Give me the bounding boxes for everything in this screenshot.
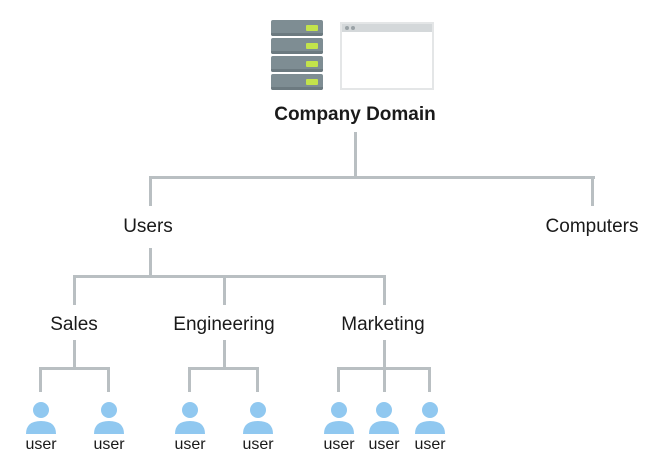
user-icon	[173, 400, 207, 434]
connector	[337, 367, 431, 370]
browser-window-icon	[340, 22, 434, 90]
connector	[383, 275, 386, 305]
root-label: Company Domain	[274, 104, 436, 125]
connector	[107, 367, 110, 392]
user-label: user	[414, 436, 446, 453]
user-icon	[367, 400, 401, 434]
group-engineering: Engineering	[173, 314, 275, 335]
node-users: Users	[123, 216, 173, 237]
connector	[256, 367, 259, 392]
connector	[188, 367, 191, 392]
connector	[73, 275, 386, 278]
connector	[39, 367, 42, 392]
connector	[149, 176, 152, 206]
user-label: user	[25, 436, 57, 453]
connector	[223, 340, 226, 369]
user-label: user	[93, 436, 125, 453]
user-icon	[322, 400, 356, 434]
user-icon	[92, 400, 126, 434]
group-marketing: Marketing	[341, 314, 425, 335]
connector	[591, 176, 594, 206]
user-label: user	[242, 436, 274, 453]
user-icon	[413, 400, 447, 434]
server-icon	[271, 20, 323, 92]
connector	[337, 367, 340, 392]
connector	[354, 132, 357, 178]
connector	[149, 176, 595, 179]
node-computers: Computers	[545, 216, 639, 237]
connector	[428, 367, 431, 392]
connector	[188, 367, 259, 370]
connector	[149, 248, 152, 277]
user-icon	[241, 400, 275, 434]
connector	[383, 340, 386, 392]
connector	[73, 340, 76, 369]
connector	[223, 275, 226, 305]
user-icon	[24, 400, 58, 434]
user-label: user	[368, 436, 400, 453]
group-sales: Sales	[50, 314, 98, 335]
user-label: user	[174, 436, 206, 453]
connector	[39, 367, 110, 370]
user-label: user	[323, 436, 355, 453]
connector	[73, 275, 76, 305]
